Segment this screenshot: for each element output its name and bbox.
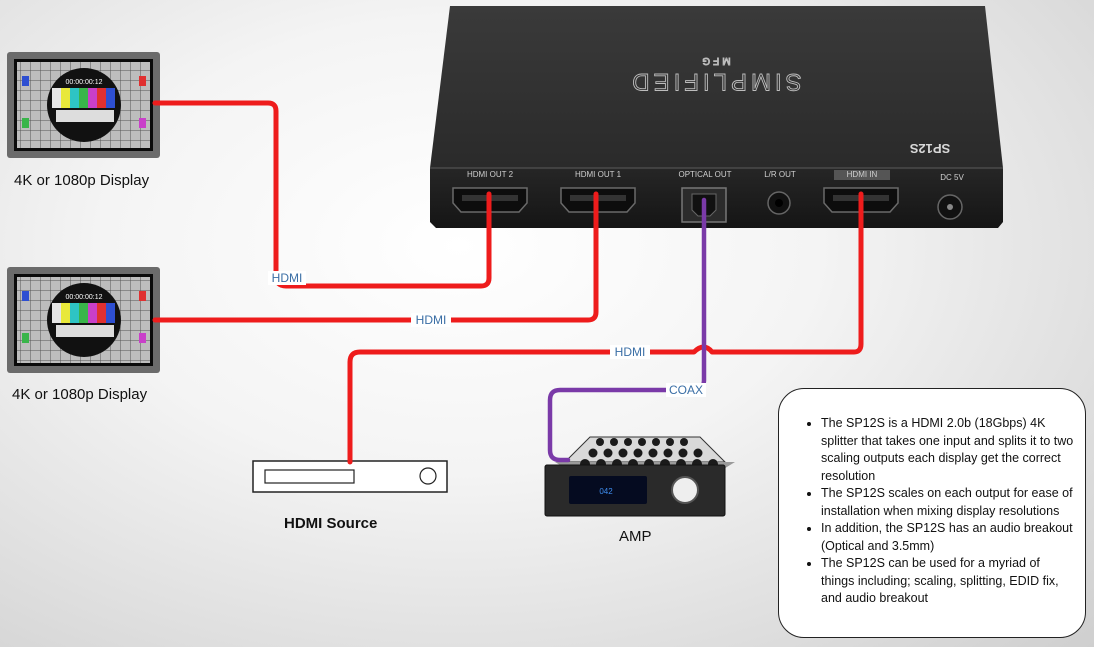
sp12s-splitter: SIMPLIFIED MFG SP12S HDMI OUT 2 HDMI OUT… <box>430 6 1003 228</box>
wire-label-bg <box>610 345 650 359</box>
timecode: 00:00:00:12 <box>66 294 103 301</box>
notes-box: The SP12S is a HDMI 2.0b (18Gbps) 4K spl… <box>778 388 1086 638</box>
color-bars <box>52 88 115 108</box>
port-label-dc-5v: DC 5V <box>940 173 964 182</box>
port-label-highlight <box>834 170 890 180</box>
wire-label-bg <box>268 271 306 285</box>
port-label-hdmi-in: HDMI IN <box>847 170 878 179</box>
amp-caption: AMP <box>619 528 652 545</box>
port-label-lr-out: L/R OUT <box>764 170 796 179</box>
wire-label-bg <box>411 313 451 327</box>
amp-readout: 042 <box>599 487 613 496</box>
note-item: The SP12S scales on each output for ease… <box>821 485 1075 520</box>
dc-5v-port <box>937 194 963 220</box>
wire-label-bg <box>666 383 706 397</box>
disc-slot <box>264 469 355 484</box>
port-label-hdmi-out-2: HDMI OUT 2 <box>467 170 514 179</box>
brand-name: SIMPLIFIED <box>628 68 801 95</box>
brand-subtitle: MFG <box>699 55 730 66</box>
notes-list: The SP12S is a HDMI 2.0b (18Gbps) 4K spl… <box>789 415 1075 608</box>
color-bars <box>52 303 115 323</box>
amp-display <box>569 476 647 504</box>
port-label-hdmi-out-1: HDMI OUT 1 <box>575 170 622 179</box>
note-item: In addition, the SP12S has an audio brea… <box>821 520 1075 555</box>
note-item: The SP12S is a HDMI 2.0b (18Gbps) 4K spl… <box>821 415 1075 485</box>
splitter-top <box>430 6 1003 168</box>
hdmi-source-caption: HDMI Source <box>284 515 378 532</box>
port-label-optical-out: OPTICAL OUT <box>678 170 731 179</box>
note-item: The SP12S can be used for a myriad of th… <box>821 555 1075 608</box>
coax-cable <box>547 197 707 463</box>
power-knob <box>419 467 437 485</box>
brand-logo: SIMPLIFIED MFG <box>628 55 802 96</box>
display-top-caption: 4K or 1080p Display <box>14 172 150 189</box>
wire-label-hdmi-bottom: HDMI <box>615 345 646 359</box>
wire-label-coax: COAX <box>669 383 703 397</box>
lr-out-port <box>767 191 791 215</box>
model-label: SP12S <box>909 141 950 156</box>
wire-label-hdmi-middle: HDMI <box>416 313 447 327</box>
display-top: 00:00:00:12 <box>7 52 160 158</box>
volume-knob <box>671 476 699 504</box>
amp-device: 042 <box>544 436 735 517</box>
hdmi-cable-out-1 <box>152 191 599 323</box>
timecode: 00:00:00:12 <box>66 79 103 86</box>
hdmi-source-device <box>252 460 448 493</box>
display-bottom-caption: 4K or 1080p Display <box>12 386 148 403</box>
wire-label-hdmi-top: HDMI <box>272 271 303 285</box>
display-bottom: 00:00:00:12 <box>7 267 160 373</box>
